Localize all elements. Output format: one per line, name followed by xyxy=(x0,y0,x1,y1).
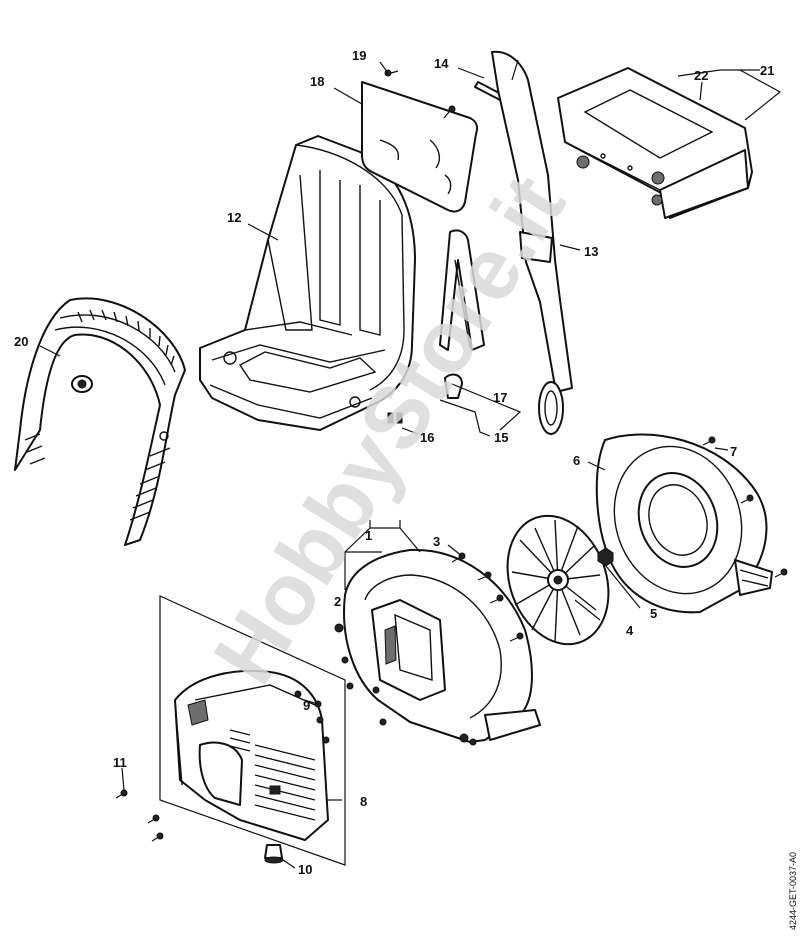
callout-11: 11 xyxy=(113,755,127,770)
callout-2: 2 xyxy=(334,594,341,609)
shoulder-strap-short xyxy=(439,229,485,399)
callout-8: 8 xyxy=(360,794,367,809)
screw-7b xyxy=(740,494,754,504)
impeller xyxy=(506,514,610,646)
callout-3: 3 xyxy=(433,534,440,549)
back-pad xyxy=(361,81,479,213)
callout-16: 16 xyxy=(420,430,434,445)
callout-14: 14 xyxy=(434,56,449,71)
screw-11 xyxy=(115,789,164,842)
grommet xyxy=(264,844,284,864)
screw-3b xyxy=(477,571,492,581)
storage-box xyxy=(557,67,753,219)
callout-4: 4 xyxy=(626,623,634,638)
callout-22: 22 xyxy=(694,68,708,83)
screw-16 xyxy=(387,412,403,424)
fan-housing xyxy=(343,548,541,743)
callout-7: 7 xyxy=(730,444,737,459)
engine-cover xyxy=(159,595,346,866)
screw-pad xyxy=(443,105,456,119)
callout-19: 19 xyxy=(352,48,366,63)
nut xyxy=(597,547,614,567)
callout-6: 6 xyxy=(573,453,580,468)
backpack-frame xyxy=(199,135,416,431)
screw-7 xyxy=(702,436,716,446)
screw-7c xyxy=(774,568,788,578)
callouts: 19 18 14 22 21 12 13 20 17 16 15 7 6 1 3… xyxy=(14,48,774,877)
callout-18: 18 xyxy=(310,74,324,89)
callout-15: 15 xyxy=(494,430,508,445)
callout-13: 13 xyxy=(584,244,598,259)
screw-9 xyxy=(294,690,330,744)
screw-3d xyxy=(509,632,524,642)
callout-20: 20 xyxy=(14,334,28,349)
shoulder-strap-long xyxy=(491,50,573,435)
drawing-code: 4244-GET-0037-A0 xyxy=(788,852,798,930)
callout-12: 12 xyxy=(227,210,241,225)
callout-21: 21 xyxy=(760,63,774,78)
screw-3c xyxy=(489,594,504,604)
callout-5: 5 xyxy=(650,606,657,621)
guard-grille xyxy=(14,297,186,546)
screw-2 xyxy=(334,623,477,746)
leader-lines xyxy=(39,59,782,869)
callout-17: 17 xyxy=(493,390,507,405)
callout-9: 9 xyxy=(303,698,310,713)
callout-1: 1 xyxy=(365,528,372,543)
volute-housing xyxy=(595,433,773,614)
callout-10: 10 xyxy=(298,862,312,877)
